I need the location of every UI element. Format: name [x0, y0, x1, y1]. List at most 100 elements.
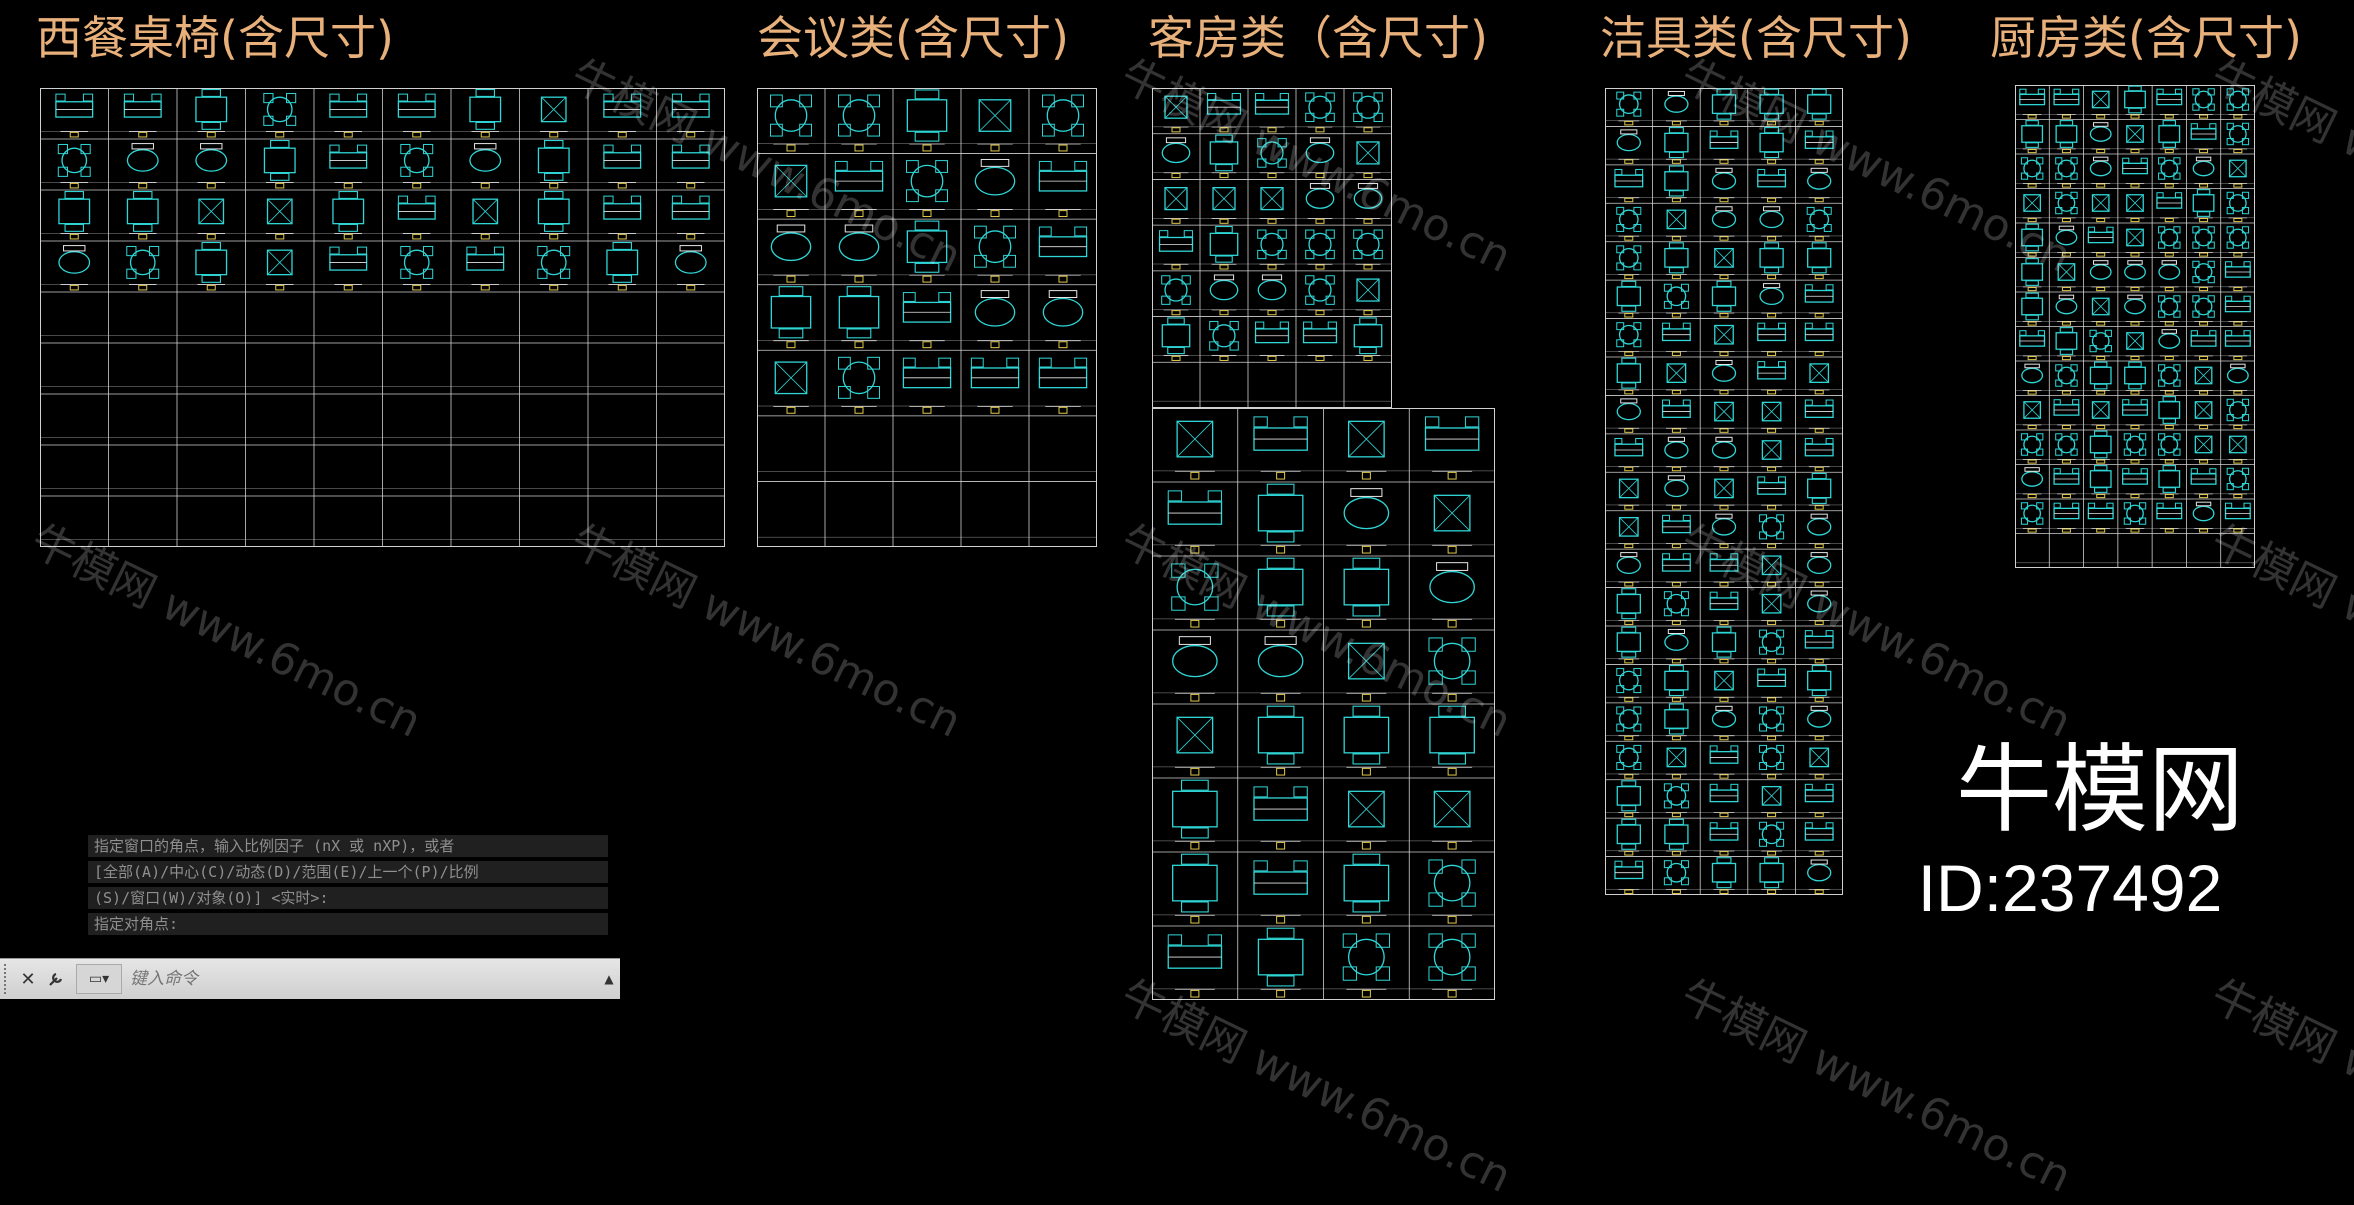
cad-block[interactable] [1161, 317, 1191, 361]
cad-block[interactable] [2091, 90, 2110, 119]
cad-block[interactable] [769, 94, 813, 152]
cad-block[interactable] [1711, 513, 1737, 549]
cad-block[interactable] [2226, 226, 2250, 257]
cad-block[interactable] [603, 144, 642, 189]
cad-block[interactable] [2053, 468, 2080, 499]
cad-block[interactable] [1711, 359, 1737, 395]
cad-block[interactable] [1804, 437, 1834, 472]
cad-block[interactable] [603, 195, 642, 240]
cad-block[interactable] [1616, 280, 1641, 318]
cad-block[interactable] [2055, 191, 2078, 223]
cad-block[interactable] [1163, 187, 1189, 224]
cad-block[interactable] [1664, 628, 1689, 664]
cad-block[interactable] [2158, 364, 2181, 395]
cad-block[interactable] [1759, 744, 1785, 779]
cad-block[interactable] [2224, 330, 2251, 361]
cad-block[interactable] [537, 190, 570, 240]
cad-block[interactable] [1432, 790, 1473, 850]
cad-block[interactable] [1804, 822, 1834, 856]
cad-block[interactable] [2158, 260, 2181, 292]
cad-block[interactable] [1759, 514, 1785, 549]
cad-block[interactable] [1616, 668, 1642, 702]
cad-block[interactable] [1757, 476, 1787, 510]
cad-block[interactable] [2057, 263, 2076, 292]
cad-block[interactable] [329, 246, 368, 291]
cad-block[interactable] [1808, 747, 1830, 779]
cad-block[interactable] [1429, 562, 1475, 628]
cad-block[interactable] [58, 190, 91, 240]
cad-block[interactable] [1759, 821, 1785, 856]
cad-block[interactable] [1663, 860, 1689, 894]
section-western-dining-grid[interactable] [40, 88, 725, 547]
cad-block[interactable] [1709, 553, 1739, 587]
cad-block[interactable] [1666, 363, 1687, 395]
cad-block[interactable] [1257, 229, 1287, 270]
cad-block[interactable] [126, 190, 159, 240]
cad-block[interactable] [2158, 226, 2181, 257]
cad-block[interactable] [1257, 705, 1304, 776]
cad-block[interactable] [1664, 665, 1689, 702]
cad-block[interactable] [1709, 745, 1739, 779]
cad-block[interactable] [197, 198, 226, 240]
cad-block[interactable] [1759, 242, 1784, 280]
cad-block[interactable] [837, 356, 881, 414]
cad-block[interactable] [1161, 137, 1191, 179]
cad-block[interactable] [1038, 357, 1088, 414]
cad-block[interactable] [1428, 859, 1476, 924]
cad-block[interactable] [1713, 478, 1735, 510]
cad-block[interactable] [1257, 557, 1304, 628]
cad-block[interactable] [1042, 290, 1084, 349]
cad-block[interactable] [773, 361, 809, 414]
cad-block[interactable] [1759, 857, 1784, 894]
cad-block[interactable] [1711, 436, 1737, 472]
cad-block[interactable] [2194, 401, 2213, 430]
cad-block[interactable] [2158, 329, 2181, 361]
cad-block[interactable] [1661, 322, 1691, 356]
section-guest-room-grid-top[interactable] [1152, 88, 1392, 408]
cad-block[interactable] [2158, 157, 2181, 188]
section-meeting-grid[interactable] [757, 88, 1097, 547]
cad-block[interactable] [2123, 502, 2147, 533]
cad-block[interactable] [974, 290, 1016, 349]
cad-block[interactable] [400, 143, 434, 189]
cad-block[interactable] [970, 357, 1020, 414]
cad-block[interactable] [2125, 194, 2145, 223]
cad-block[interactable] [2192, 226, 2215, 257]
cad-block[interactable] [2089, 260, 2112, 292]
chevron-up-icon[interactable]: ▲ [604, 972, 614, 986]
cad-block[interactable] [1616, 780, 1641, 818]
cad-block[interactable] [2125, 332, 2145, 361]
cad-block[interactable] [1711, 167, 1737, 203]
cad-block[interactable] [1664, 165, 1689, 203]
cad-block[interactable] [1172, 853, 1218, 924]
cad-block[interactable] [1343, 853, 1390, 924]
cad-block[interactable] [2021, 120, 2044, 154]
cad-block[interactable] [1711, 705, 1737, 741]
cad-block[interactable] [1757, 361, 1787, 395]
cad-block[interactable] [2192, 156, 2215, 188]
cad-block[interactable] [1616, 626, 1641, 664]
cad-block[interactable] [1709, 783, 1739, 818]
cad-block[interactable] [2192, 501, 2215, 533]
cad-block[interactable] [2055, 120, 2078, 154]
cad-block[interactable] [1761, 593, 1782, 625]
cad-block[interactable] [773, 164, 809, 218]
cad-block[interactable] [1167, 490, 1223, 554]
cad-block[interactable] [2124, 85, 2146, 119]
cad-block[interactable] [1709, 130, 1739, 164]
cad-block[interactable] [1305, 137, 1335, 179]
cad-block[interactable] [1257, 274, 1287, 316]
cad-block[interactable] [466, 246, 505, 291]
cad-block[interactable] [1661, 514, 1691, 549]
cad-block[interactable] [1353, 183, 1383, 224]
cad-block[interactable] [1257, 927, 1304, 998]
cad-block[interactable] [2020, 502, 2044, 533]
cad-block[interactable] [58, 245, 91, 291]
cad-block[interactable] [1664, 436, 1689, 472]
cad-block[interactable] [1616, 322, 1642, 356]
cad-block[interactable] [1711, 88, 1737, 126]
cad-block[interactable] [1711, 857, 1737, 894]
cad-block[interactable] [1616, 91, 1642, 126]
command-input[interactable] [128, 964, 592, 994]
cad-block[interactable] [2019, 330, 2046, 361]
